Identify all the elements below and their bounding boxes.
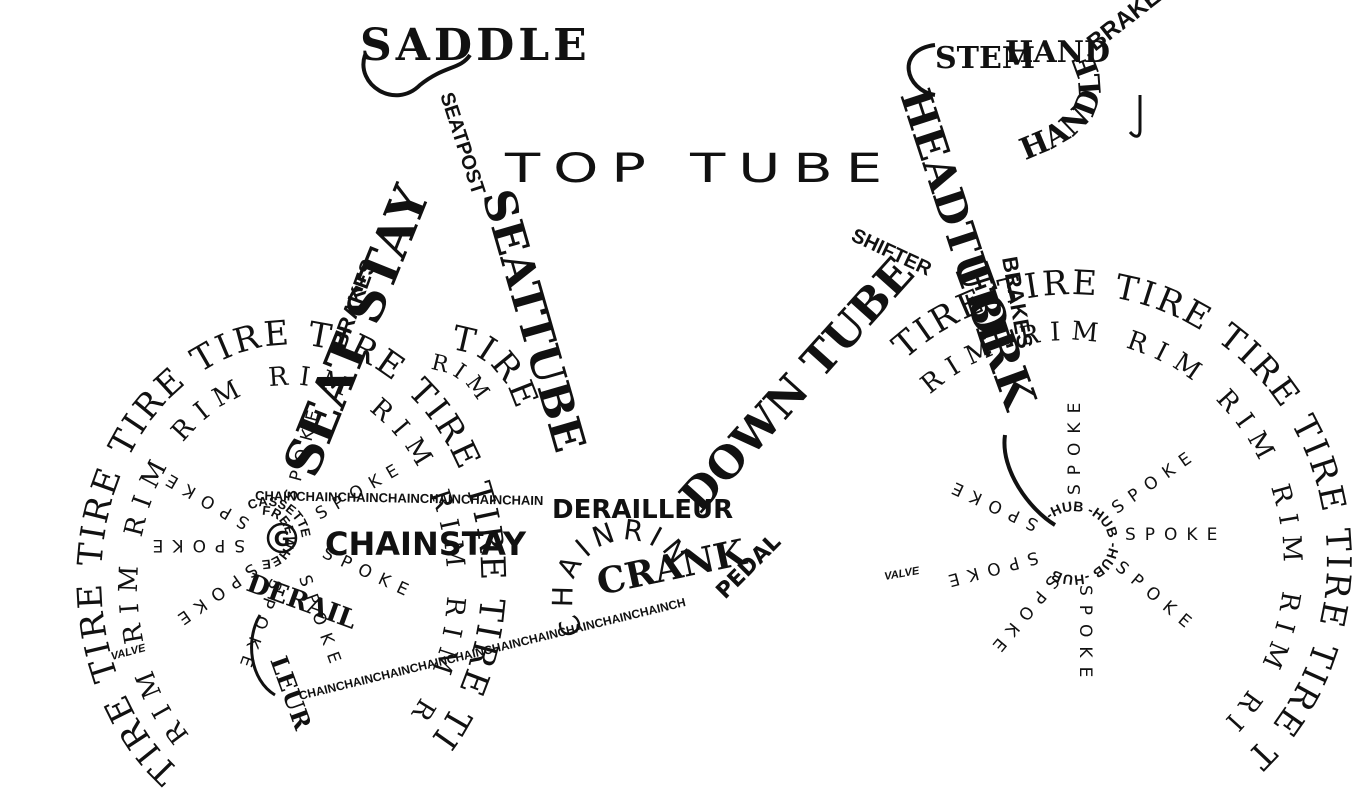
brake-lever-label: BRAKE LEVER xyxy=(1082,0,1234,57)
spoke-label: SPOKE xyxy=(155,465,253,533)
spoke-label: SPOKE xyxy=(1108,444,1202,518)
spoke-label: SPOKE xyxy=(1111,557,1201,637)
seat-tube-label: SEATTUBE xyxy=(471,184,594,458)
spoke-label: SPOKE xyxy=(937,547,1040,593)
brake-lever-tail xyxy=(1128,95,1142,138)
front-wheel-tire-label: TIRE TIRE TIRE TIRE TIRE TIRE TIRE TIRE … xyxy=(0,0,1353,779)
saddle-curl xyxy=(361,53,472,98)
seatpost-label: SEATPOST xyxy=(435,90,489,198)
stem-curl xyxy=(906,43,936,97)
spoke-label: SPOKE xyxy=(982,571,1062,661)
rear-derailleur-curve xyxy=(250,614,276,697)
spoke-label: SPOKE xyxy=(941,474,1041,535)
top-tube-label: TOP TUBE xyxy=(504,146,895,192)
chain-text: CHAINCHAINCHAINCHAINCHAINCHAINCHAIN xyxy=(255,488,544,508)
chain-top-run: CHAINCHAINCHAINCHAINCHAINCHAINCHAIN xyxy=(255,488,544,508)
chainstay-label: CHAINSTAY xyxy=(325,525,527,563)
spoke-label: SPOKE xyxy=(1075,585,1095,686)
spoke-label: SPOKE xyxy=(144,535,245,555)
spoke-label: SPOKE xyxy=(1125,525,1226,545)
rear-hub-circle xyxy=(266,522,298,554)
handlebars-top-label: HAND xyxy=(1005,35,1110,70)
rear-hub-letter: G xyxy=(274,527,290,551)
front-derailleur-label: DERAILLEUR xyxy=(552,495,733,525)
saddle-label: SADDLE xyxy=(360,20,591,71)
down-tube-label: DOWN TUBE xyxy=(670,248,924,522)
front-hub-label: -HUB -HUB -HUB -HUB xyxy=(1042,498,1122,588)
fork-curve xyxy=(1002,434,1057,527)
stem-label: STEM xyxy=(935,41,1035,76)
front-wheel-valve-label: VALVE xyxy=(883,565,920,583)
spoke-label: SPOKE xyxy=(1065,394,1085,495)
front-wheel: TIRE TIRE TIRE TIRE TIRE TIRE TIRE TIRE … xyxy=(0,0,1353,779)
